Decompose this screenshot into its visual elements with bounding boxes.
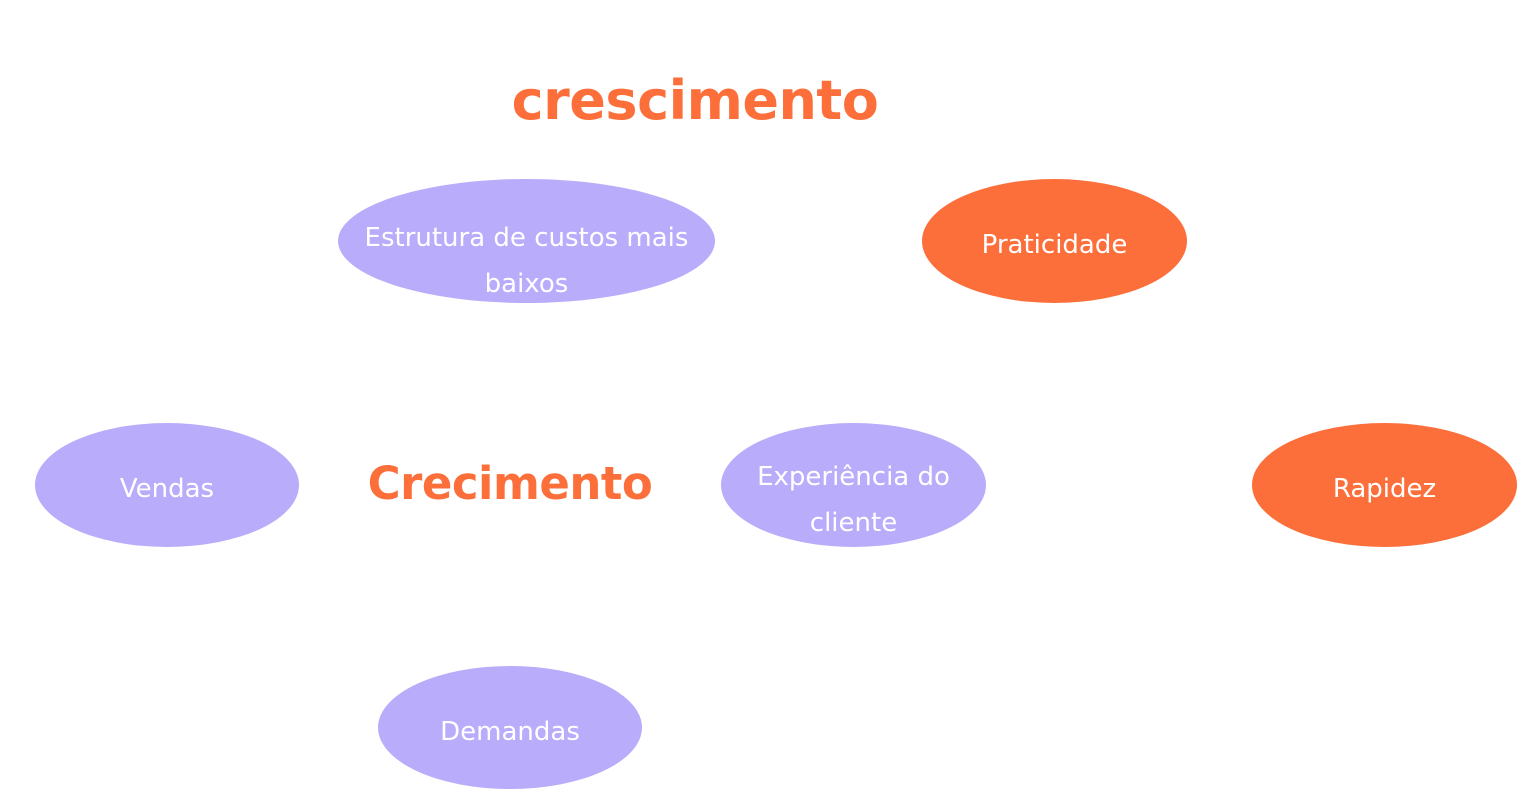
node-label: Estrutura de custos mais baixos: [364, 223, 689, 299]
node-demandas: Demandas: [378, 666, 642, 789]
node-praticidade: Praticidade: [922, 179, 1187, 303]
node-vendas: Vendas: [35, 423, 299, 547]
node-label: Rapidez: [1332, 474, 1437, 504]
node-rapidez: Rapidez: [1252, 423, 1517, 547]
center-title: Crecimento: [367, 457, 653, 510]
node-label: Demandas: [440, 716, 580, 747]
node-estrutura-de-custos: Estrutura de custos mais baixos: [338, 179, 715, 303]
node-label: Vendas: [119, 474, 215, 504]
diagram-title: crescimento: [511, 69, 879, 132]
node-label: Praticidade: [981, 230, 1128, 260]
node-label: Experiência do cliente: [757, 462, 950, 538]
node-experiencia-do-cliente: Experiência do cliente: [721, 423, 986, 547]
